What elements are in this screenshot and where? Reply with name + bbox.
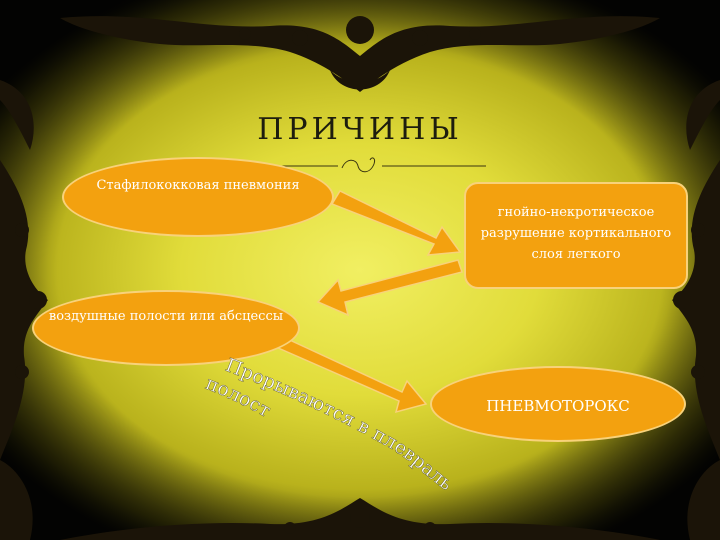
node-staph-label: Стафилококковая пневмония — [96, 178, 300, 193]
node-necrosis: гнойно-некротическое разрушение кортикал… — [464, 182, 688, 289]
svg-text:Прорываются в плевральную: Прорываются в плевральную — [0, 0, 457, 495]
node-pneumothorax: ПНЕВМОТОРОКС — [430, 366, 686, 442]
bottom-ornament — [60, 498, 660, 540]
node-necrosis-label: гнойно-некротическое разрушение кортикал… — [480, 205, 672, 262]
node-cavities-label: воздушные полости или абсцессы — [48, 309, 284, 324]
node-staph-pneumonia: Стафилококковая пневмония — [62, 157, 334, 237]
page-title: ПРИЧИНЫ — [257, 112, 463, 147]
node-pneumothorax-label: ПНЕВМОТОРОКС — [486, 397, 630, 415]
top-ornament — [60, 16, 660, 93]
arrow-to-necrosis — [330, 190, 462, 256]
left-ornament — [0, 80, 48, 540]
arrow-to-cavities — [316, 259, 463, 317]
right-ornament — [672, 80, 720, 540]
arrows — [258, 190, 463, 414]
rupture-text-line1: Прорываются в плевральную — [0, 0, 457, 495]
node-cavities: воздушные полости или абсцессы — [32, 290, 300, 366]
